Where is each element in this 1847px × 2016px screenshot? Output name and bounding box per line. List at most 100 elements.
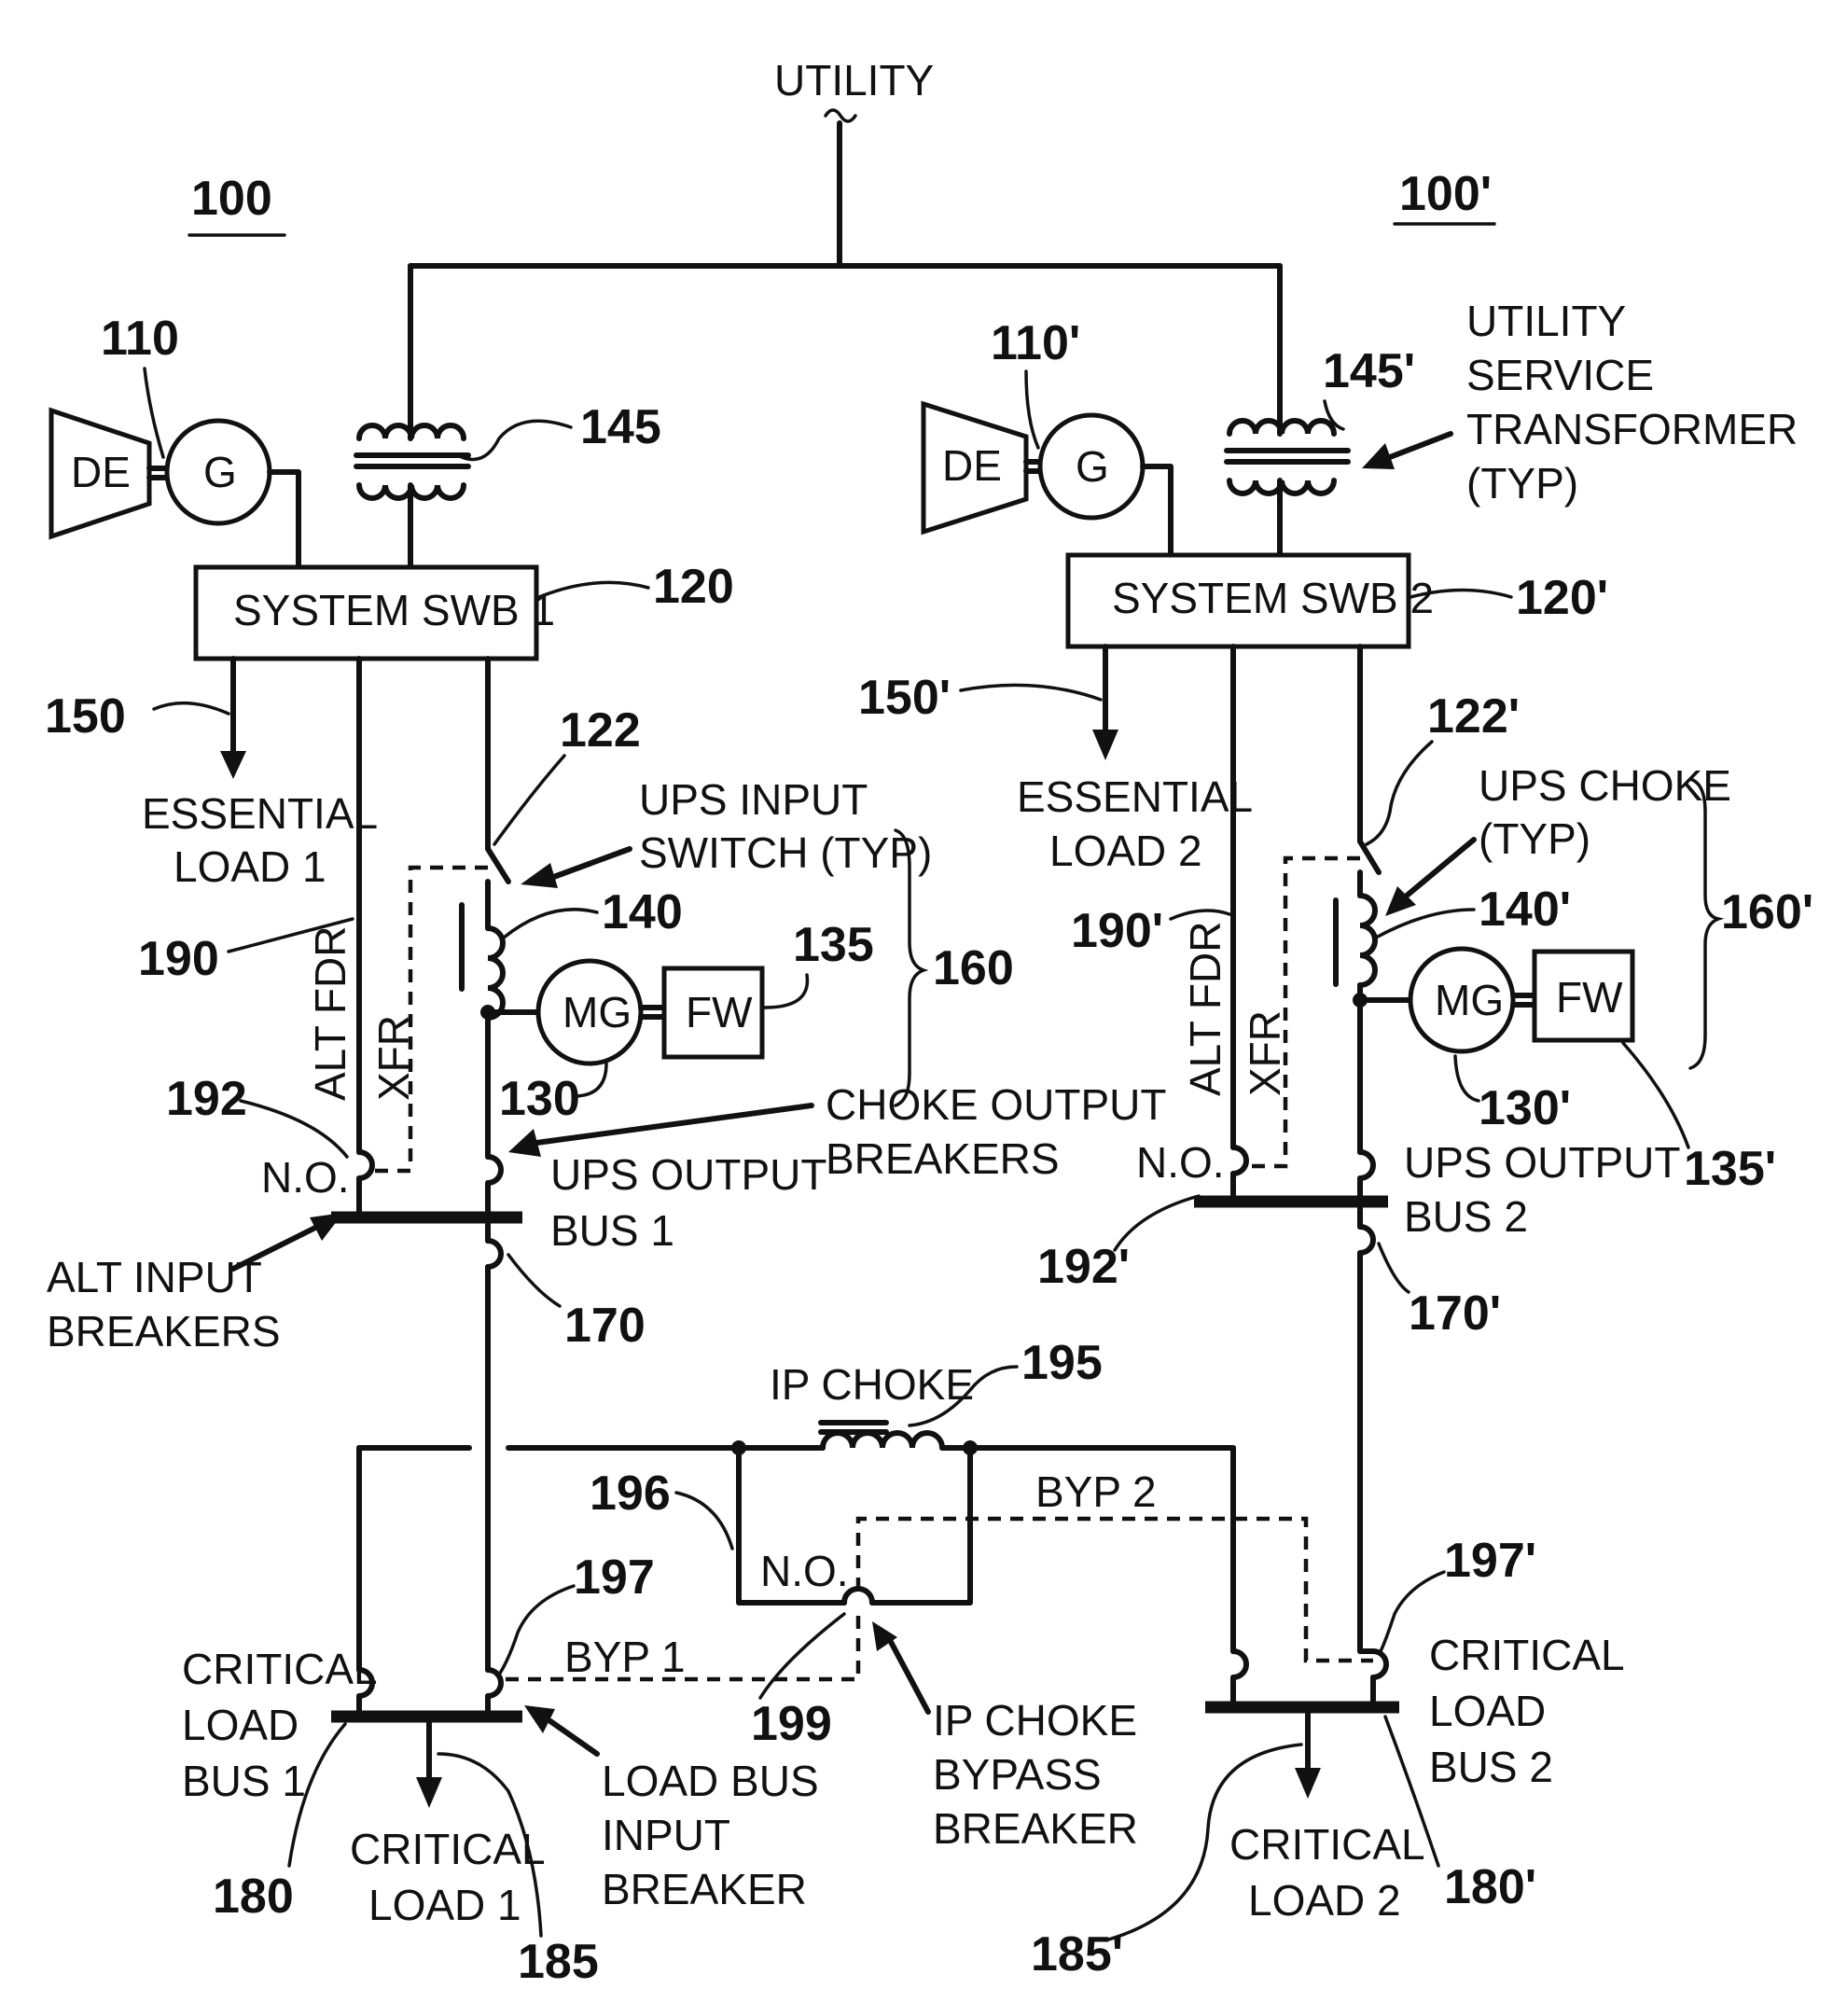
ref-130: 130 bbox=[499, 1072, 580, 1126]
ac-source-symbol bbox=[824, 108, 857, 123]
mg-label-2: MG bbox=[1435, 976, 1504, 1024]
essential-load-1-line1: ESSENTIAL bbox=[142, 789, 378, 838]
ref-197: 197 bbox=[574, 1550, 655, 1605]
critical-load-bus-1-line3: BUS 1 bbox=[182, 1757, 306, 1805]
load-bus-feed-breaker-170 bbox=[485, 1238, 504, 1270]
ref-150: 150 bbox=[45, 689, 126, 744]
bypass-2-path bbox=[855, 1516, 1373, 1663]
critical-load-2-line1: CRITICAL bbox=[1229, 1820, 1425, 1869]
de-label-1: DE bbox=[71, 448, 131, 496]
xfr-label-2: XFR bbox=[1241, 1010, 1289, 1096]
ref-199: 199 bbox=[751, 1697, 832, 1751]
essential-load-1-line2: LOAD 1 bbox=[174, 842, 326, 891]
system-switchboard-2 bbox=[1065, 552, 1411, 649]
alt-input-breaker-1 bbox=[356, 1149, 375, 1181]
motor-generator-2 bbox=[1408, 946, 1516, 1054]
critical-load-1-line1: CRITICAL bbox=[350, 1825, 546, 1873]
alt-fdr-label-2: ALT FDR bbox=[1181, 922, 1229, 1096]
alt-input-breaker-2 bbox=[1230, 1145, 1249, 1176]
ref-122p: 122' bbox=[1427, 689, 1520, 744]
service-transformer-line1: UTILITY bbox=[1466, 297, 1626, 345]
ref-190: 190 bbox=[138, 932, 219, 986]
ref-192: 192 bbox=[166, 1072, 247, 1126]
service-transformer-2 bbox=[1224, 418, 1351, 496]
ups-output-bus-2-line2: BUS 2 bbox=[1404, 1192, 1528, 1241]
system-100-prime: 100' DE G 110' 145' UTILITY SERVICE TRAN… bbox=[858, 167, 1813, 1654]
brace-160 bbox=[894, 828, 929, 1107]
ip-choke-bypass-breaker-line3: BREAKER bbox=[933, 1804, 1138, 1853]
ref-196: 196 bbox=[590, 1467, 671, 1521]
ip-choke-tie: IP CHOKE 195 196 N.O. BYP 2 BYP 1 199 IP… bbox=[356, 1336, 1373, 1853]
swb-2-label: SYSTEM SWB 2 bbox=[1112, 574, 1434, 622]
ups-input-switch-line2: SWITCH (TYP) bbox=[639, 828, 932, 877]
critical-load-bus-1-line1: CRITICAL bbox=[182, 1645, 378, 1693]
load-bus-input-breaker-2 bbox=[1370, 1648, 1389, 1680]
ups-output-bus-1-line1: UPS OUTPUT bbox=[550, 1150, 826, 1199]
load-bus-input-breaker-line2: INPUT bbox=[602, 1811, 730, 1859]
ref-160p: 160' bbox=[1721, 885, 1813, 939]
service-transformer-line4: (TYP) bbox=[1466, 459, 1578, 507]
ref-195: 195 bbox=[1021, 1336, 1103, 1390]
ups-input-switch-1 bbox=[485, 846, 511, 884]
ref-130p: 130' bbox=[1479, 1081, 1571, 1135]
ref-185p: 185' bbox=[1031, 1927, 1123, 1981]
ref-122: 122 bbox=[560, 703, 641, 758]
xfr-bypass-2 bbox=[1248, 855, 1360, 1169]
fw-label-2: FW bbox=[1556, 973, 1623, 1022]
critical-load-bus-2-group: 197' CRITICAL LOAD BUS 2 CRITICAL LOAD 2… bbox=[1031, 1534, 1625, 1981]
flywheel-1 bbox=[661, 966, 765, 1060]
ref-185: 185 bbox=[518, 1935, 599, 1989]
no-label-2: N.O. bbox=[1136, 1138, 1225, 1187]
flywheel-2 bbox=[1532, 949, 1635, 1043]
choke-output-breaker-2 bbox=[1357, 1149, 1376, 1181]
ref-110: 110 bbox=[101, 312, 179, 366]
alt-input-breakers-line2: BREAKERS bbox=[47, 1307, 281, 1356]
ref-145: 145 bbox=[580, 400, 661, 454]
fw-label-1: FW bbox=[686, 988, 753, 1036]
ref-140: 140 bbox=[602, 885, 683, 939]
critical-load-bus-2-line1: CRITICAL bbox=[1429, 1631, 1625, 1679]
ref-170p: 170' bbox=[1409, 1286, 1501, 1341]
critical-load-bus-2-line2: LOAD bbox=[1429, 1687, 1546, 1735]
ups-choke-line2: (TYP) bbox=[1479, 814, 1590, 863]
ref-100p: 100' bbox=[1399, 167, 1492, 221]
load-bus-input-breaker-line1: LOAD BUS bbox=[602, 1757, 819, 1805]
utility-feed: UTILITY bbox=[408, 56, 1283, 441]
ref-160: 160 bbox=[933, 941, 1014, 995]
load-bus-feed-breaker-170p bbox=[1357, 1224, 1376, 1256]
alt-input-breakers-line1: ALT INPUT bbox=[47, 1253, 262, 1301]
load-bus-input-breaker-1 bbox=[485, 1667, 504, 1699]
ref-135p: 135' bbox=[1684, 1142, 1776, 1196]
diesel-engine-2 bbox=[921, 400, 1029, 535]
no-label-3: N.O. bbox=[760, 1547, 849, 1595]
critical-load-1-line2: LOAD 1 bbox=[368, 1881, 521, 1929]
brace-160p bbox=[1688, 777, 1725, 1070]
byp-2-label: BYP 2 bbox=[1035, 1467, 1157, 1516]
alt-fdr-label-1: ALT FDR bbox=[306, 926, 354, 1101]
byp-1-label: BYP 1 bbox=[564, 1633, 686, 1681]
ref-150p: 150' bbox=[858, 671, 951, 725]
ip-choke-label: IP CHOKE bbox=[770, 1360, 974, 1409]
diesel-engine-1 bbox=[49, 407, 152, 540]
ip-choke-bypass-breaker-line1: IP CHOKE bbox=[933, 1696, 1137, 1745]
service-transformer-line3: TRANSFORMER bbox=[1466, 405, 1798, 453]
ref-197p: 197' bbox=[1444, 1534, 1536, 1588]
essential-load-2-line1: ESSENTIAL bbox=[1017, 772, 1253, 821]
ref-170: 170 bbox=[564, 1299, 646, 1353]
ip-choke-bypass-breaker bbox=[841, 1586, 875, 1606]
ref-180: 180 bbox=[213, 1870, 294, 1924]
utility-label: UTILITY bbox=[774, 56, 934, 104]
critical-load-2-line2: LOAD 2 bbox=[1248, 1876, 1401, 1925]
ups-choke-1 bbox=[459, 902, 506, 1021]
ref-190p: 190' bbox=[1071, 904, 1163, 958]
ref-140p: 140' bbox=[1479, 883, 1571, 937]
ups-input-switch-line1: UPS INPUT bbox=[639, 775, 868, 824]
g-label-2: G bbox=[1076, 442, 1109, 491]
bypass-1-path bbox=[504, 1616, 861, 1682]
ref-120p: 120' bbox=[1516, 571, 1608, 625]
ups-input-switch-2 bbox=[1357, 839, 1382, 875]
choke-output-breakers-line2: BREAKERS bbox=[826, 1134, 1060, 1183]
ref-145p: 145' bbox=[1323, 344, 1415, 398]
xfr-bypass-1 bbox=[373, 865, 488, 1174]
load-bus-input-breaker-line3: BREAKER bbox=[602, 1865, 807, 1913]
